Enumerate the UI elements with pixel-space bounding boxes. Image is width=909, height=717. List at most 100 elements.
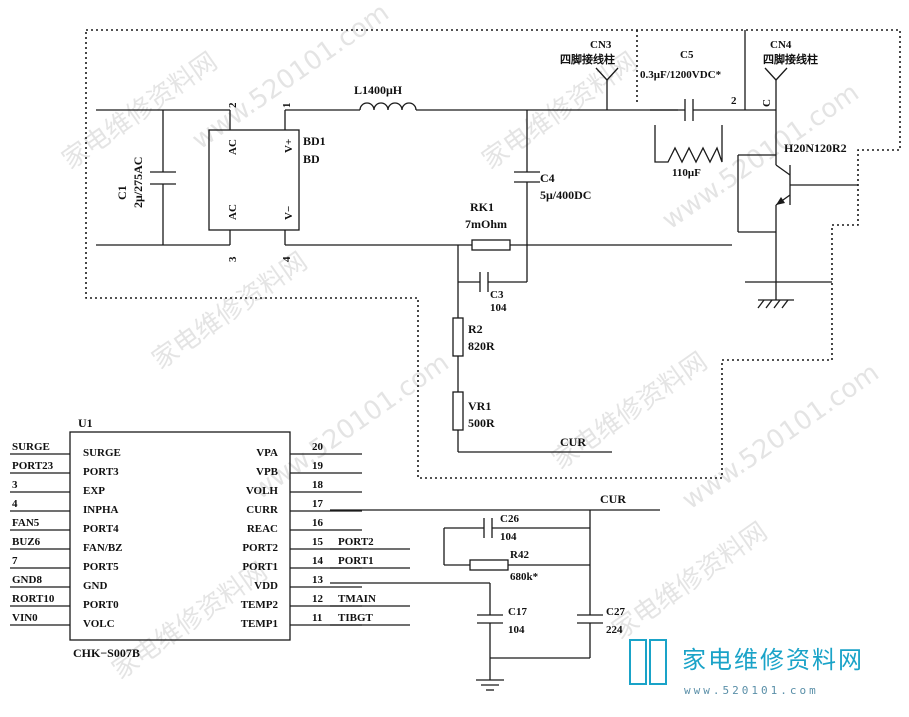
rk1-value: 7mOhm bbox=[465, 217, 507, 231]
u1-left-pin-label: FAN/BZ bbox=[83, 542, 123, 554]
cn4-ref: CN4 bbox=[770, 39, 792, 51]
watermark-cn-1: 家电维修资料网 bbox=[57, 47, 223, 176]
u1-right-pin-number: 16 bbox=[312, 517, 324, 529]
igbt-emitter-arrow bbox=[776, 197, 785, 205]
u1-right-pin-number: 14 bbox=[312, 555, 324, 567]
resistor-r42 bbox=[469, 559, 509, 571]
cn4-name: 四脚接线柱 bbox=[763, 52, 818, 66]
c17-ref: C17 bbox=[508, 606, 527, 618]
c3-value: 104 bbox=[490, 302, 507, 314]
c17-value: 104 bbox=[508, 624, 525, 636]
logo-book-icon bbox=[629, 639, 647, 685]
u1-left-net: BUZ6 bbox=[12, 536, 41, 548]
c26-ref: C26 bbox=[500, 513, 519, 525]
u1-left-net: GND8 bbox=[12, 574, 42, 586]
inductor-l1 bbox=[359, 102, 417, 111]
igbt-ref: H20N120R2 bbox=[784, 141, 847, 155]
c5-ref: C5 bbox=[680, 49, 694, 61]
watermark-cn-3: 家电维修资料网 bbox=[147, 247, 313, 376]
watermark-cn-4: 家电维修资料网 bbox=[547, 347, 713, 476]
u1-right-pin-label: TEMP2 bbox=[241, 599, 279, 611]
u1-ref: U1 bbox=[78, 416, 93, 430]
l1-label: L1400μH bbox=[354, 83, 403, 97]
cn4-pin-c: C bbox=[761, 99, 773, 107]
watermark-url-4: www.520101.com bbox=[677, 358, 885, 516]
bridge-rectifier-bd1 bbox=[208, 129, 300, 231]
u1-right-pin-label: VPB bbox=[256, 466, 279, 478]
u1-right-pin-number: 12 bbox=[312, 593, 324, 605]
u1-left-net: RORT10 bbox=[12, 593, 55, 605]
watermark-url-1: www.520101.com bbox=[187, 0, 395, 156]
u1-left-pin-label: INPHA bbox=[83, 504, 119, 516]
u1-left-pin-label: PORT4 bbox=[83, 523, 119, 535]
c5-pin-2: 2 bbox=[731, 95, 737, 107]
u1-right-pin-number: 17 bbox=[312, 498, 324, 510]
u1-right-pin-label: PORT2 bbox=[242, 542, 278, 554]
u1-left-pin-label: PORT3 bbox=[83, 466, 119, 478]
r2-value: 820R bbox=[468, 339, 495, 353]
u1-left-net: PORT23 bbox=[12, 460, 54, 472]
u1-right-pin-label: REAC bbox=[247, 523, 278, 535]
u1-right-pin-number: 15 bbox=[312, 536, 324, 548]
u1-right-pin-label: VPA bbox=[256, 447, 278, 459]
site-logo: 家电维修资料网 www.520101.com bbox=[629, 639, 864, 697]
r42-value: 680k* bbox=[510, 571, 539, 583]
bd1-pin-ac-top: AC bbox=[227, 139, 239, 155]
bd1-pin-4: 4 bbox=[281, 256, 293, 262]
u1-left-net: FAN5 bbox=[12, 517, 40, 529]
u1-left-pin-label: GND bbox=[83, 580, 108, 592]
bd1-pin-2: 2 bbox=[227, 102, 239, 108]
u1-left-pin-label: PORT0 bbox=[83, 599, 119, 611]
u1-left-net: 3 bbox=[12, 479, 18, 491]
u1-right-pin-number: 19 bbox=[312, 460, 324, 472]
u1-right-pin-label: TEMP1 bbox=[241, 618, 278, 630]
u1-right-pin-label: VDD bbox=[254, 580, 278, 592]
c4-value: 5μ/400DC bbox=[540, 188, 591, 202]
bd1-pin-1: 1 bbox=[281, 103, 293, 109]
r2-ref: R2 bbox=[468, 322, 483, 336]
bd1-name: BD bbox=[303, 152, 320, 166]
bd1-ref: BD1 bbox=[303, 134, 326, 148]
u1-right-net: PORT1 bbox=[338, 555, 374, 567]
u1-right-pin-label: VOLH bbox=[246, 485, 279, 497]
watermark-cn-6: 家电维修资料网 bbox=[607, 517, 773, 646]
c27-ref: C27 bbox=[606, 606, 625, 618]
watermark-cn-2: 家电维修资料网 bbox=[477, 47, 643, 176]
u1-right-net: PORT2 bbox=[338, 536, 374, 548]
dotted-enclosure bbox=[85, 29, 901, 479]
u1-right-pin-label: PORT1 bbox=[242, 561, 278, 573]
bd1-pin-vplus: V+ bbox=[283, 139, 295, 153]
u1-right-net: TIBGT bbox=[338, 612, 374, 624]
shunt-rk1 bbox=[471, 239, 511, 251]
r42-ref: R42 bbox=[510, 549, 529, 561]
c5-value: 0.3μF/1200VDC* bbox=[640, 69, 722, 81]
watermark-url-3: www.520101.com bbox=[247, 348, 455, 506]
c27-value: 224 bbox=[606, 624, 623, 636]
resistor-vr1 bbox=[452, 391, 464, 431]
u1-left-pin-label: VOLC bbox=[83, 618, 115, 630]
u1-right-pin-number: 11 bbox=[312, 612, 322, 624]
coil-value: 110μF bbox=[672, 167, 701, 179]
c1-value: 2μ/275AC bbox=[131, 157, 145, 208]
c3-ref: C3 bbox=[490, 289, 504, 301]
u1-right-pin-label: CURR bbox=[246, 504, 279, 516]
u1-right-pin-number: 18 bbox=[312, 479, 324, 491]
vr1-ref: VR1 bbox=[468, 399, 491, 413]
c4-ref: C4 bbox=[540, 171, 555, 185]
cn3-ref: CN3 bbox=[590, 39, 612, 51]
u1-left-pin-label: SURGE bbox=[83, 447, 121, 459]
logo-text: 家电维修资料网 bbox=[682, 646, 864, 674]
u1-part-number: CHK−S007B bbox=[73, 646, 140, 660]
u1-left-net: 4 bbox=[12, 498, 18, 510]
cur-net-label-top: CUR bbox=[560, 435, 586, 449]
work-coil-110uf bbox=[654, 125, 723, 164]
u1-left-net: SURGE bbox=[12, 441, 50, 453]
u1-right-net: TMAIN bbox=[338, 593, 376, 605]
u1-right-pin-number: 20 bbox=[312, 441, 324, 453]
ic-u1 bbox=[69, 431, 291, 641]
bd1-pin-vminus: V− bbox=[283, 206, 295, 220]
u1-right-pin-number: 13 bbox=[312, 574, 324, 586]
